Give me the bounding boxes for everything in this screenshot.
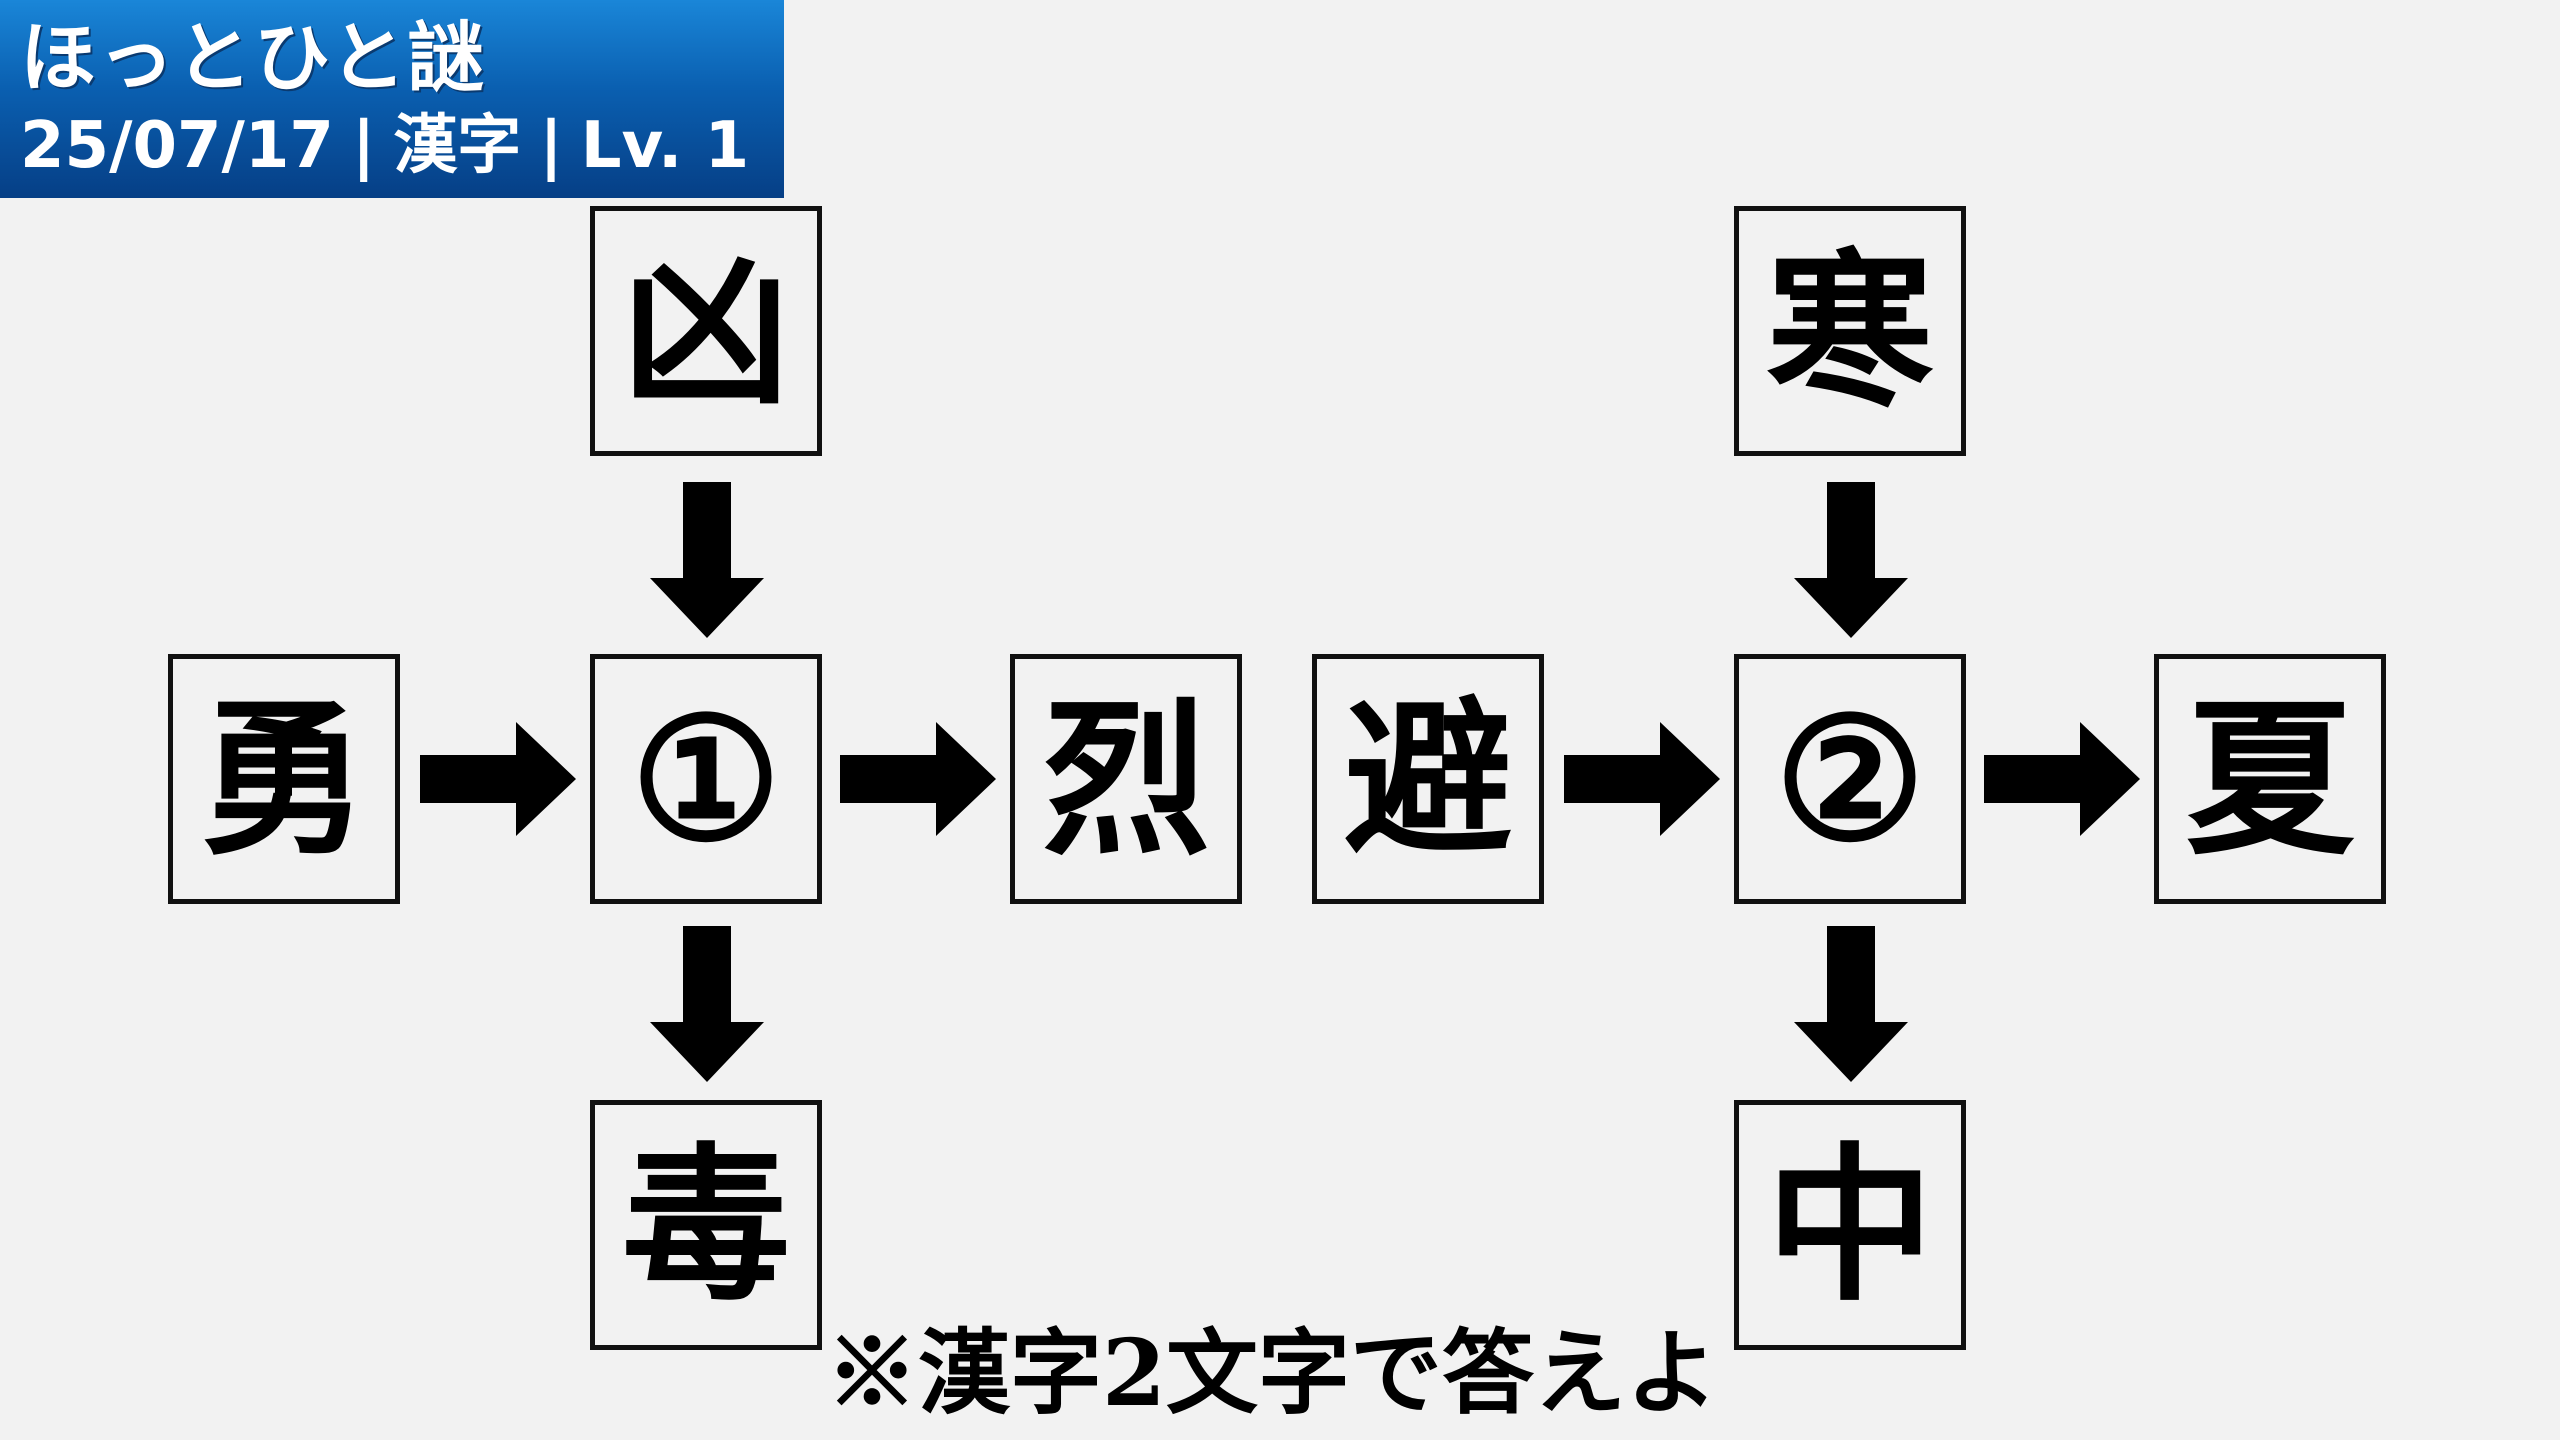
arrow-right-icon	[1984, 722, 2140, 836]
puzzle1-bottom-char: 毒	[622, 1126, 790, 1324]
puzzle2-left-char: 避	[1344, 680, 1512, 878]
arrow-down-icon	[650, 482, 764, 638]
puzzle2-bottom-char: 中	[1766, 1126, 1934, 1324]
puzzle1-left-box: 勇	[168, 654, 400, 904]
arrow-down-icon	[650, 926, 764, 1082]
puzzle1-right-box: 烈	[1010, 654, 1242, 904]
header-date: 25/07/17	[20, 109, 334, 183]
puzzle2-top-char: 寒	[1766, 232, 1934, 430]
header-separator: |	[351, 109, 376, 183]
puzzle2-center-box: ②	[1734, 654, 1966, 904]
puzzle2-center-char: ②	[1774, 680, 1926, 878]
header-separator: |	[539, 109, 563, 183]
puzzle2-right-box: 夏	[2154, 654, 2386, 904]
arrow-down-icon	[1794, 482, 1908, 638]
puzzle2-left-box: 避	[1312, 654, 1544, 904]
puzzle2-right-char: 夏	[2186, 680, 2354, 878]
arrow-down-icon	[1794, 926, 1908, 1082]
header-title: ほっとひと謎	[20, 13, 486, 102]
header-meta: 25/07/17|漢字|Lv. 1	[20, 104, 749, 188]
puzzle2-bottom-box: 中	[1734, 1100, 1966, 1350]
answer-instruction: ※漢字2文字で答えよ	[826, 1319, 1719, 1427]
arrow-right-icon	[1564, 722, 1720, 836]
puzzle1-right-char: 烈	[1042, 680, 1210, 878]
puzzle1-top-char: 凶	[622, 232, 790, 430]
puzzle2-top-box: 寒	[1734, 206, 1966, 456]
header-banner: ほっとひと謎 25/07/17|漢字|Lv. 1	[0, 0, 784, 198]
puzzle1-top-box: 凶	[590, 206, 822, 456]
header-category: 漢字	[393, 109, 522, 183]
arrow-right-icon	[420, 722, 576, 836]
puzzle1-center-box: ①	[590, 654, 822, 904]
puzzle1-center-char: ①	[630, 680, 782, 878]
header-level: Lv. 1	[580, 109, 750, 183]
puzzle1-left-char: 勇	[200, 680, 368, 878]
arrow-right-icon	[840, 722, 996, 836]
puzzle1-bottom-box: 毒	[590, 1100, 822, 1350]
